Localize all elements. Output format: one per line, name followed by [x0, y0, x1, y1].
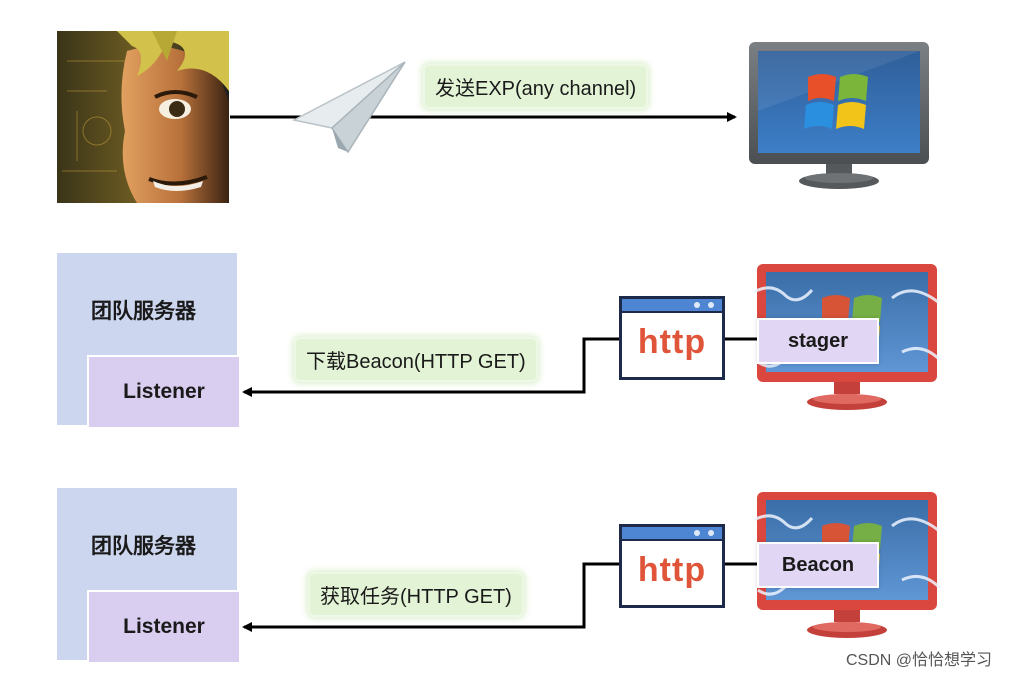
- watermark: CSDN @恰恰想学习: [846, 652, 993, 669]
- listener-box: Listener: [87, 355, 239, 427]
- stager-tag: stager: [757, 318, 879, 364]
- row1-label: 发送EXP(any channel): [425, 66, 647, 107]
- http-window-icon: http: [619, 524, 725, 608]
- http-window-icon: http: [619, 296, 725, 380]
- paper-plane-icon: [291, 60, 408, 155]
- windows-monitor-icon: [748, 41, 930, 191]
- http-label: http: [637, 551, 707, 589]
- row2-arrow: [242, 337, 620, 397]
- beacon-tag: Beacon: [757, 542, 879, 588]
- attacker-avatar-icon: [57, 31, 229, 203]
- row3-arrow: [242, 562, 620, 632]
- listener-box: Listener: [87, 590, 239, 662]
- team-server-label: 团队服务器: [91, 300, 196, 323]
- http-label: http: [637, 323, 707, 361]
- row2-label: 下载Beacon(HTTP GET): [296, 339, 536, 380]
- row3-label: 获取任务(HTTP GET): [310, 574, 522, 615]
- team-server-label: 团队服务器: [91, 535, 196, 558]
